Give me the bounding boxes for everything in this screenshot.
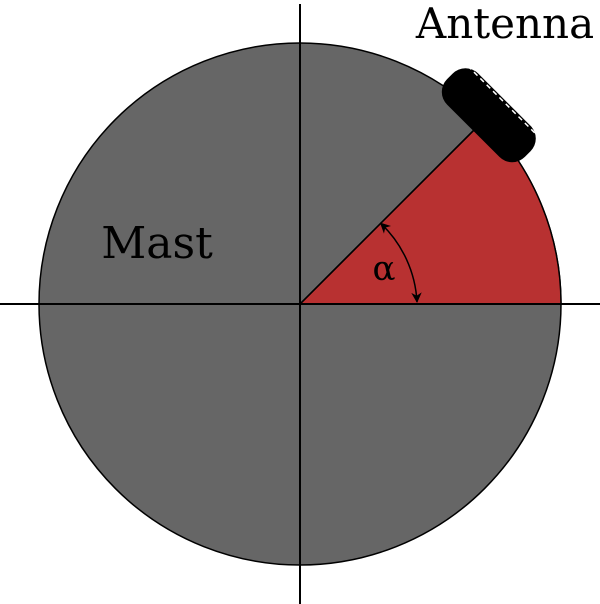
- angle-arc-arrow: [379, 222, 422, 304]
- mast-label: Mast: [101, 218, 213, 269]
- angle-label: α: [373, 249, 396, 289]
- antenna-direction-line: [299, 118, 486, 305]
- antenna-label: Antenna: [415, 0, 594, 48]
- antenna-shape: [441, 65, 539, 163]
